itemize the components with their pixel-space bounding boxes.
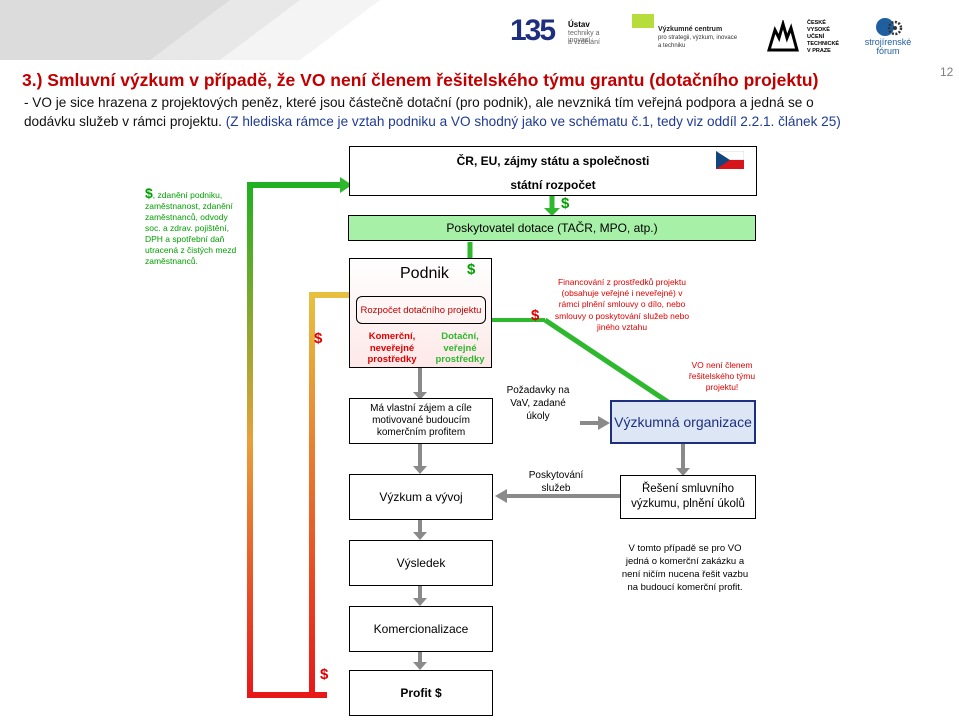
solution-box: Řešení smluvního výzkumu, plnění úkolů	[620, 475, 756, 519]
research-org-label: Výzkumná organizace	[614, 414, 752, 430]
interest-label: Má vlastní zájem a cíle motivované budou…	[370, 403, 472, 438]
subsidy-funds: Dotační, veřejné prostředky	[435, 331, 485, 365]
provider-label: Poskytovatel dotace (TAČR, MPO, atp.)	[446, 221, 658, 235]
logo-135-line2: techniky a inovací	[568, 30, 600, 44]
interest-box: Má vlastní zájem a cíle motivované budou…	[349, 398, 493, 444]
corner-decoration	[0, 0, 380, 60]
logo-rc-line2: pro strategii, výzkum, inovace	[658, 35, 738, 41]
case-note: V tomto případě se pro VO jedná o komerč…	[621, 543, 749, 593]
profit-funding-loop	[309, 292, 350, 698]
cvut-lion-icon	[766, 18, 799, 52]
logo-research-center: Výzkumné centrum pro strategii, výzkum, …	[632, 14, 757, 50]
logo-cvut-line4: TECHNICKÉ	[807, 41, 840, 47]
logo-cvut-line1: ČESKÉ	[807, 20, 826, 26]
solution-label: Řešení smluvního výzkumu, plnění úkolů	[631, 483, 745, 510]
state-budget-box: státní rozpočet	[349, 175, 757, 196]
state-budget-label: státní rozpočet	[510, 178, 596, 192]
profit-loop-dollar: $	[320, 666, 329, 683]
logo-135: 135 Ústav techniky a inovací a vzdělání	[510, 14, 620, 54]
financing-dollar: $	[531, 307, 540, 324]
tax-feedback-loop	[247, 177, 352, 698]
logo-rc-square	[632, 14, 654, 28]
commercialization-to-profit-arrow	[413, 651, 427, 670]
budget-dollar: $	[561, 195, 570, 212]
logo-rc-line3: a techniku	[658, 43, 686, 49]
rnd-label: Výzkum a vývoj	[379, 490, 463, 504]
requirements-arrow	[580, 416, 610, 430]
page-number: 12	[940, 65, 954, 79]
state-box: ČR, EU, zájmy státu a společnosti	[349, 146, 757, 176]
intro-line-2: dodávku služeb v rámci projektu. (Z hled…	[24, 114, 841, 129]
intro-line-2b: (Z hlediska rámce je vztah podniku a VO …	[221, 114, 841, 129]
rnd-box: Výzkum a vývoj	[349, 474, 493, 520]
results-box: Výsledek	[349, 540, 493, 586]
podnik-title: Podnik	[400, 265, 449, 282]
requirements-note: Požadavky na VaV, zadané úkoly	[506, 385, 570, 422]
budget-project-box: Rozpočet dotačního projektu	[356, 296, 486, 324]
logo-cvut-line3: UČENÍ	[807, 34, 825, 40]
research-org-box: Výzkumná organizace	[610, 400, 756, 444]
logo-rc-line1: Výzkumné centrum	[658, 26, 723, 33]
gear-globe-icon	[876, 18, 903, 36]
budget-down-arrow	[544, 195, 560, 216]
vo-to-solution-arrow	[676, 444, 690, 476]
slide-title: 3.) Smluvní výzkum v případě, že VO není…	[22, 70, 819, 90]
taxes-dollar: $	[145, 185, 153, 201]
commercialization-label: Komercionalizace	[373, 622, 469, 636]
state-box-label: ČR, EU, zájmy státu a společnosti	[456, 154, 650, 168]
commercialization-box: Komercionalizace	[349, 606, 493, 652]
commercial-funds: Komerční, neveřejné prostředky	[367, 331, 417, 365]
intro-line-2a: dodávku služeb v rámci projektu.	[24, 114, 222, 129]
profit-label: Profit $	[400, 686, 442, 700]
services-arrow	[495, 489, 620, 503]
podnik-dollar: $	[467, 261, 476, 278]
budget-project-label: Rozpočet dotačního projektu	[360, 304, 482, 316]
logo-135-number: 135	[510, 14, 556, 47]
loop-dollar: $	[314, 330, 323, 347]
podnik-to-interest-arrow	[413, 368, 427, 400]
results-label: Výsledek	[396, 556, 446, 570]
logo-cvut-line2: VYSOKÉ	[807, 27, 830, 33]
financing-note: Financování z prostředků projektu (obsah…	[554, 277, 690, 332]
logo-cvut: ČESKÉ VYSOKÉ UČENÍ TECHNICKÉ V PRAZE	[766, 18, 845, 56]
results-to-commercialization-arrow	[413, 586, 427, 606]
taxes-note: $, zdanění podniku, zaměstnanost, zdaněn…	[145, 185, 245, 267]
czech-flag-icon	[716, 151, 744, 169]
services-note: Poskytování služeb	[528, 470, 584, 494]
logo-forum-line1: strojírenské	[864, 37, 912, 47]
not-member-note: VO není členem řešitelského týmu projekt…	[688, 360, 756, 392]
logo-strojirenske-forum: strojírenské fórum	[858, 16, 918, 56]
provider-box: Poskytovatel dotace (TAČR, MPO, atp.)	[348, 215, 756, 241]
taxes-text: , zdanění podniku, zaměstnanost, zdanění…	[145, 190, 237, 266]
logo-forum-line2: fórum	[876, 46, 900, 56]
rnd-to-results-arrow	[413, 519, 427, 540]
podnik-box: Podnik $ Rozpočet dotačního projektu Kom…	[349, 258, 492, 368]
logo-cvut-line5: V PRAZE	[807, 48, 831, 54]
logo-135-line1: Ústav	[568, 20, 590, 29]
intro-line-1: - VO je sice hrazena z projektových peně…	[24, 95, 814, 110]
interest-to-rnd-arrow	[413, 444, 427, 474]
logo-135-line3: a vzdělání	[568, 39, 600, 46]
profit-box: Profit $	[349, 670, 493, 716]
